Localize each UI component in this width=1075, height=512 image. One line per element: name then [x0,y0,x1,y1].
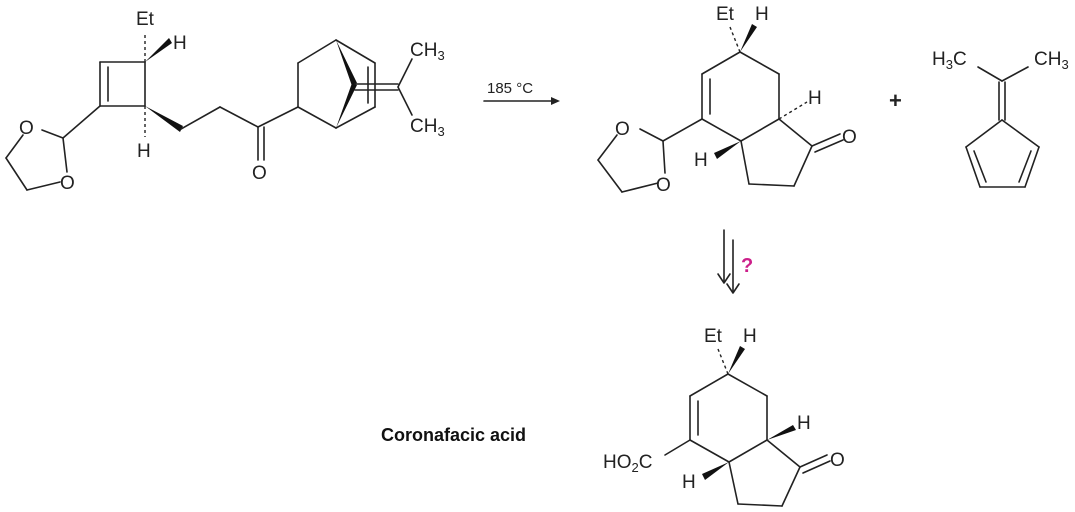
atom-o: O [615,119,630,140]
methyl-top: CH3 [410,40,445,63]
plus-sign: + [889,88,902,113]
cyclopentanone-ring [740,118,844,187]
cyclobutene-ring [99,61,146,107]
question-mark: ? [741,255,753,277]
atom-h: H [797,413,811,434]
reaction-arrow: 185 °C [483,80,560,105]
multi-step-arrow: ? [717,229,753,294]
svg-text:CH3: CH3 [410,116,445,139]
cyclohexene-ring [701,51,780,142]
atom-o: O [60,173,75,194]
svg-text:CH3: CH3 [410,40,445,63]
atom-o: O [252,163,267,184]
cyclopentanone-ring-2 [728,439,831,507]
dioxolane-ring-1: O O [5,118,75,194]
atom-h: H [173,33,187,54]
atom-h: H [755,4,769,25]
coronafacic-acid: O Et H H H HO2C [603,326,845,507]
substituent-et: Et [136,9,155,30]
cycloadduct-product: O Et H H H O O [597,4,857,196]
atom-h: H [808,88,822,109]
atom-h: H [137,141,151,162]
methyl-right: CH3 [1034,49,1069,72]
product-name: Coronafacic acid [381,425,526,445]
atom-o: O [19,118,34,139]
dioxolane-ring-2: O O [597,119,671,196]
cyclohexene-ring-2 [689,373,768,463]
atom-h: H [743,326,757,347]
reaction-condition: 185 °C [487,80,533,97]
methyl-left: H3C [932,49,967,72]
atom-o: O [842,127,857,148]
carboxylic-acid: HO2C [603,452,652,475]
starting-material: O O Et H H O [5,9,445,194]
substituent-et: Et [716,4,735,25]
norbornene-ring [297,39,376,129]
methyl-bottom: CH3 [410,116,445,139]
atom-h: H [682,472,696,493]
atom-o: O [656,175,671,196]
substituent-et: Et [704,326,723,347]
atom-o: O [830,450,845,471]
atom-h: H [694,150,708,171]
dimethylfulvene: H3C CH3 [932,49,1069,188]
cyclopentadiene-ring [965,119,1040,188]
